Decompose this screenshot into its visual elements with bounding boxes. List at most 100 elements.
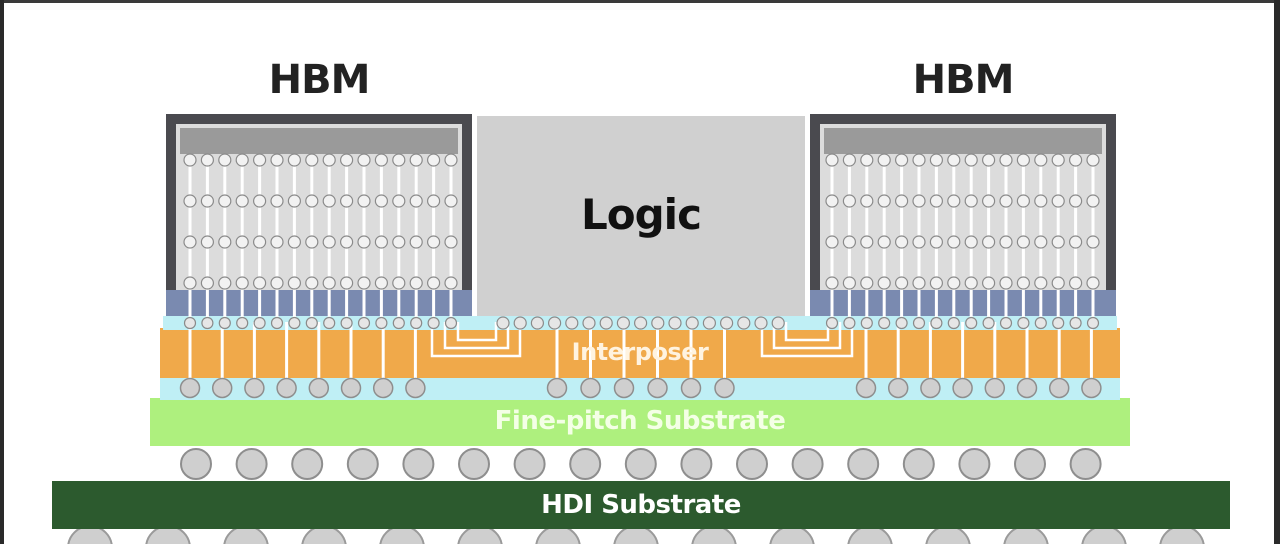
micro-bump xyxy=(999,316,1013,330)
micro-bump xyxy=(287,194,301,208)
solder-ball xyxy=(402,448,435,480)
solder-ball xyxy=(958,448,991,480)
micro-bump xyxy=(999,194,1013,208)
micro-bump xyxy=(444,153,458,167)
micro-bump xyxy=(183,153,197,167)
micro-bump xyxy=(357,235,371,249)
micro-bump xyxy=(547,316,562,330)
micro-bump xyxy=(947,194,961,208)
micro-bump xyxy=(200,153,214,167)
solder-ball xyxy=(624,448,657,480)
micro-bump xyxy=(305,194,319,208)
c4-bump xyxy=(372,377,394,399)
micro-bump xyxy=(599,316,613,330)
fine-pitch-substrate-label: Fine-pitch Substrate xyxy=(494,406,786,436)
solder-ball xyxy=(902,448,935,480)
c4-bump xyxy=(887,377,909,399)
micro-bump xyxy=(565,316,579,330)
micro-bump xyxy=(235,235,249,249)
micro-bump xyxy=(1068,194,1083,208)
c4-bump xyxy=(1081,377,1102,399)
c4-bump xyxy=(546,377,568,399)
micro-bump xyxy=(201,316,214,330)
micro-bump xyxy=(616,316,631,330)
c4-bump xyxy=(580,377,601,399)
micro-bump xyxy=(930,316,943,330)
micro-bump xyxy=(685,316,699,330)
micro-bump xyxy=(912,276,926,290)
micro-bump xyxy=(1086,316,1100,330)
micro-bump xyxy=(427,316,440,330)
micro-bump xyxy=(719,316,734,330)
micro-bump xyxy=(374,153,388,167)
micro-bump xyxy=(929,153,944,167)
micro-bump xyxy=(270,194,284,208)
micro-bump xyxy=(183,316,197,330)
micro-bump xyxy=(218,235,232,249)
micro-bump xyxy=(754,316,768,330)
micro-bump xyxy=(253,235,267,249)
micro-bump xyxy=(964,235,978,249)
micro-bump xyxy=(235,153,249,167)
micro-bump xyxy=(1051,235,1065,249)
micro-bump xyxy=(340,153,354,167)
solder-ball xyxy=(1014,448,1046,480)
micro-bump xyxy=(895,316,908,330)
c4-bump xyxy=(1016,377,1038,399)
interposer-wire xyxy=(443,322,510,350)
micro-bump xyxy=(427,235,441,249)
logic-label: Logic xyxy=(581,190,702,239)
micro-bump xyxy=(340,194,354,208)
micro-bump xyxy=(305,153,319,167)
micro-bump xyxy=(427,276,441,290)
micro-bump xyxy=(1034,235,1048,249)
logic-micro-bumps xyxy=(496,316,785,330)
micro-bump xyxy=(964,153,978,167)
micro-bump xyxy=(981,194,996,208)
micro-bump xyxy=(894,194,909,208)
micro-bump xyxy=(235,276,249,290)
micro-bump xyxy=(253,153,267,167)
micro-bump xyxy=(929,235,944,249)
micro-bump xyxy=(929,276,944,290)
micro-bump xyxy=(392,194,406,208)
hbm-stack-left xyxy=(166,114,472,330)
micro-bump xyxy=(842,194,857,208)
micro-bump xyxy=(305,276,319,290)
micro-bump xyxy=(410,316,423,330)
micro-bump xyxy=(218,316,231,330)
micro-bump xyxy=(1016,194,1031,208)
micro-bump xyxy=(912,153,926,167)
micro-bump xyxy=(825,153,839,167)
micro-bump xyxy=(409,153,423,167)
micro-bump xyxy=(322,194,336,208)
micro-bump xyxy=(287,235,301,249)
solder-ball xyxy=(180,448,212,480)
micro-bump xyxy=(912,316,926,330)
micro-bump xyxy=(1051,276,1065,290)
micro-bump xyxy=(392,235,406,249)
micro-bump xyxy=(357,316,371,330)
micro-bump xyxy=(374,235,388,249)
micro-bump xyxy=(183,235,197,249)
frame-right-edge xyxy=(1274,0,1280,544)
micro-bump xyxy=(322,276,336,290)
micro-bump xyxy=(894,235,909,249)
frame-top-edge xyxy=(0,0,1280,3)
micro-bump xyxy=(651,316,665,330)
micro-bump xyxy=(392,276,406,290)
micro-bump xyxy=(444,316,458,330)
micro-bump xyxy=(582,316,596,330)
micro-bump xyxy=(374,194,388,208)
solder-ball xyxy=(291,448,324,480)
micro-bump xyxy=(1034,194,1048,208)
micro-bump xyxy=(702,316,717,330)
micro-bump xyxy=(200,235,214,249)
solder-ball xyxy=(346,448,379,480)
micro-bump xyxy=(270,153,284,167)
micro-bump xyxy=(1034,316,1047,330)
micro-bump xyxy=(912,235,926,249)
micro-bump xyxy=(1034,276,1048,290)
micro-bump xyxy=(200,194,214,208)
